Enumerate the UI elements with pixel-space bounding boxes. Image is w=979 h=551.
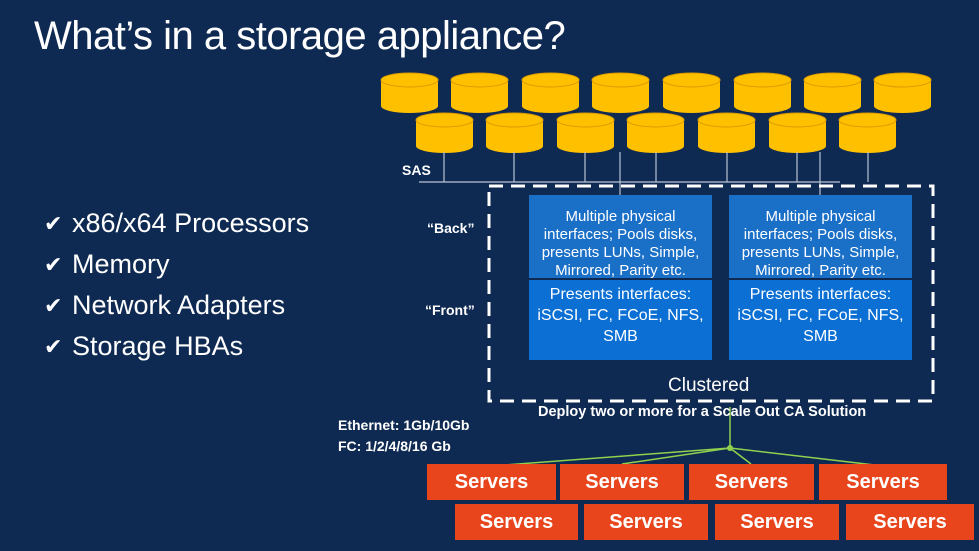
disk-icon: [450, 72, 509, 113]
ethernet-spec: Ethernet: 1Gb/10Gb: [338, 417, 470, 433]
server-connections: [490, 445, 884, 467]
list-item: ✔ Memory: [44, 244, 309, 285]
node-1-back-line: Multiple physical: [565, 208, 676, 225]
list-item-label: Network Adapters: [72, 290, 286, 320]
node-1-back-line: presents LUNs, Simple,: [541, 244, 700, 261]
disk-icon: [415, 112, 474, 153]
disk-icon: [521, 72, 580, 113]
node-1-back-box: Multiple physical interfaces; Pools disk…: [529, 195, 712, 279]
node-1-back-line: interfaces; Pools disks,: [543, 226, 698, 243]
cluster-boundary: [487, 184, 935, 403]
list-item-label: x86/x64 Processors: [72, 208, 310, 238]
node-2-front-line: SMB: [803, 328, 838, 345]
node-2-front-line: Presents interfaces:: [749, 286, 892, 303]
disk-icon: [838, 112, 897, 153]
server-box: Servers: [560, 464, 684, 500]
disk-icon: [697, 112, 756, 153]
disk-icon: [556, 112, 615, 153]
disk-icon: [662, 72, 721, 113]
node-2-front-box: Presents interfaces: iSCSI, FC, FCoE, NF…: [729, 280, 912, 360]
server-box: Servers: [819, 464, 947, 500]
checkmark-icon: ✔: [44, 334, 63, 359]
node-1-front-box: Presents interfaces: iSCSI, FC, FCoE, NF…: [529, 280, 712, 360]
fc-spec: FC: 1/2/4/8/16 Gb: [338, 438, 451, 454]
page-title: What’s in a storage appliance?: [34, 14, 566, 58]
node-2-front-line: iSCSI, FC, FCoE, NFS,: [737, 307, 904, 324]
node-1-back-line: Mirrored, Parity etc.: [555, 262, 686, 279]
list-item-label: Memory: [72, 249, 170, 279]
list-item: ✔ Storage HBAs: [44, 326, 309, 367]
disk-icon: [733, 72, 792, 113]
sas-label: SAS: [402, 162, 431, 178]
node-2-back-box: Multiple physical interfaces; Pools disk…: [729, 195, 912, 279]
checkmark-icon: ✔: [44, 293, 63, 318]
server-box: Servers: [584, 504, 708, 540]
node-2-back-line: presents LUNs, Simple,: [741, 244, 900, 261]
disk-array: [380, 72, 932, 153]
node-2-back-line: interfaces; Pools disks,: [743, 226, 898, 243]
node-1-front-line: iSCSI, FC, FCoE, NFS,: [537, 307, 704, 324]
node-2-back-line: Mirrored, Parity etc.: [755, 262, 886, 279]
server-box: Servers: [455, 504, 578, 540]
list-item: ✔ x86/x64 Processors: [44, 203, 309, 244]
disk-icon: [803, 72, 862, 113]
server-box: Servers: [715, 504, 839, 540]
disk-icon: [873, 72, 932, 113]
disk-icon: [380, 72, 439, 113]
sas-connections: [419, 152, 869, 195]
list-item: ✔ Network Adapters: [44, 285, 309, 326]
checkmark-icon: ✔: [44, 211, 63, 236]
disk-icon: [591, 72, 650, 113]
disk-icon: [768, 112, 827, 153]
checkmark-icon: ✔: [44, 252, 63, 277]
server-box: Servers: [689, 464, 814, 500]
clustered-label: Clustered: [668, 375, 750, 396]
front-label: “Front”: [425, 302, 475, 318]
node-1-front-line: Presents interfaces:: [549, 286, 692, 303]
connectivity-specs: Ethernet: 1Gb/10Gb FC: 1/2/4/8/16 Gb: [338, 415, 469, 457]
back-label: “Back”: [427, 220, 475, 236]
component-list: ✔ x86/x64 Processors ✔ Memory ✔ Network Ada…: [44, 203, 309, 367]
node-1-front-line: SMB: [603, 328, 638, 345]
list-item-label: Storage HBAs: [72, 331, 244, 361]
node-2-back-line: Multiple physical: [765, 208, 876, 225]
disk-icon: [485, 112, 544, 153]
disk-icon: [626, 112, 685, 153]
server-box: Servers: [846, 504, 974, 540]
deploy-note: Deploy two or more for a Scale Out CA So…: [538, 404, 867, 420]
server-box: Servers: [427, 464, 556, 500]
